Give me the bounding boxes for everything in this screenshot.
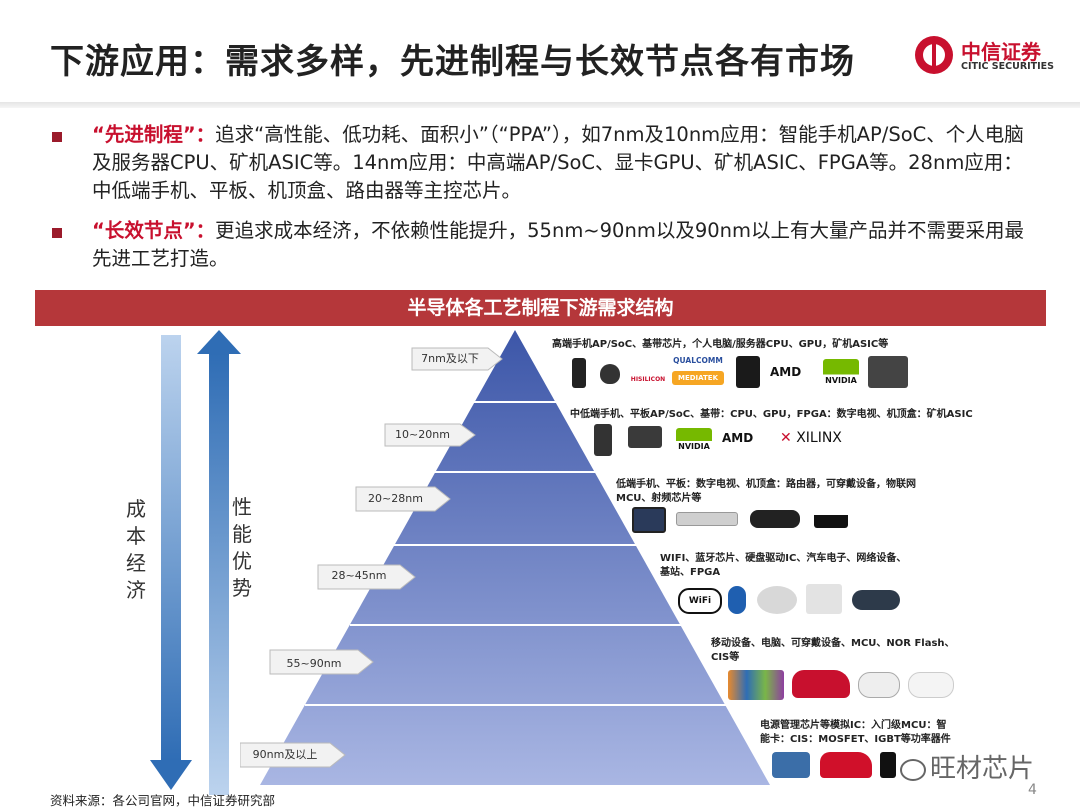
- wearable-bands-icon: [728, 670, 784, 700]
- car-mirror-display-icon: [852, 590, 900, 610]
- qualcomm-logo-icon: QUALCOMM: [673, 356, 723, 365]
- nvidia-logo-icon: NVIDIA: [823, 359, 859, 387]
- tier-desc-28-45nm-line1: WIFI、蓝牙芯片、硬盘驱动IC、汽车电子、网络设备、: [660, 553, 907, 564]
- cost-economy-label: 成本经济: [126, 497, 146, 602]
- logo-english-text: CITIC SECURITIES: [961, 61, 1055, 72]
- set-top-box-icon: [676, 512, 738, 526]
- tier-desc-90nm-line2: 能卡：CIS：MOSFET、IGBT等功率器件: [760, 734, 951, 745]
- tier-desc-10-20nm: 中低端手机、平板AP/SoC、基带：CPU、GPU，FPGA：数字电视、机顶盒：…: [570, 409, 973, 420]
- header-divider: [0, 102, 1080, 108]
- game-console-icon: [750, 510, 800, 528]
- tier-desc-20-28nm-line1: 低端手机、平板：数字电视、机顶盒：路由器，可穿戴设备，物联网: [616, 479, 916, 490]
- citic-logo: 中信证券 CITIC SECURITIES: [915, 36, 1063, 76]
- smartphone-icon: [572, 358, 586, 388]
- bullet-body-2: 更追求成本经济，不依赖性能提升，55nm~90nm以及90nm以上有大量产品并不…: [92, 219, 1024, 270]
- tier-desc-55-90nm-line1: 移动设备、电脑、可穿戴设备、MCU、NOR Flash、: [711, 638, 955, 649]
- router-icon: [814, 506, 848, 528]
- tier-label-90nm-plus: 90nm及以上: [252, 748, 318, 761]
- cost-economy-arrow: [150, 335, 192, 790]
- rc-car-icon: [772, 752, 810, 778]
- amd-logo-icon-2: AMD: [722, 431, 754, 445]
- server-tower-icon: [736, 356, 760, 388]
- bullet-marker-2: [52, 228, 62, 238]
- xilinx-logo-icon: ✕ XILINX: [780, 430, 842, 446]
- watermark: 旺材芯片: [900, 748, 1034, 785]
- figure-banner: 半导体各工艺制程下游需求结构: [35, 290, 1046, 326]
- tier-label-55-90nm: 55~90nm: [286, 657, 342, 670]
- tablet-icon: [632, 507, 666, 533]
- network-equipment-icon: [806, 584, 842, 614]
- page-number: 4: [1028, 782, 1037, 798]
- slide-title: 下游应用：需求多样，先进制程与长效节点各有市场: [50, 42, 855, 82]
- wechat-icon: [900, 758, 926, 781]
- tier-desc-55-90nm-line2: CIS等: [711, 652, 740, 663]
- security-camera-icon: [858, 672, 900, 698]
- watermark-text: 旺材芯片: [930, 754, 1035, 784]
- nvidia-logo-icon-2: NVIDIA: [676, 428, 712, 452]
- tier-desc-20-28nm-line2: MCU、射频芯片等: [616, 493, 702, 504]
- mediatek-logo-icon: MEDIATEK: [672, 371, 724, 385]
- bullet-text-1: “先进制程”：追求“高性能、低功耗、面积小”（“PPA”），如7nm及10nm应…: [92, 121, 1042, 205]
- tablet-phone-icon: [594, 424, 612, 456]
- performance-label: 性能优势: [232, 495, 252, 600]
- mining-rig-icon: [868, 356, 908, 388]
- earbuds-icon: [908, 672, 954, 698]
- performance-arrow: [197, 330, 241, 795]
- tier-desc-90nm-line1: 电源管理芯片等模拟IC：入门级MCU：智: [760, 720, 947, 731]
- bullet-body-1: 追求“高性能、低功耗、面积小”（“PPA”），如7nm及10nm应用：智能手机A…: [92, 123, 1024, 202]
- process-node-pyramid: [260, 330, 770, 785]
- sports-car-icon: [792, 670, 850, 698]
- hisilicon-logo-icon: HISILICON: [630, 376, 666, 383]
- tier-label-20-28nm: 20~28nm: [368, 492, 423, 505]
- citic-logo-icon: [915, 36, 953, 74]
- wifi-logo-icon: WiFi: [678, 588, 722, 614]
- tier-desc-28-45nm-line2: 基站、FPGA: [660, 567, 721, 578]
- bullet-highlight-2: “长效节点”：: [92, 219, 216, 242]
- node-callouts: [240, 347, 503, 768]
- tier-desc-7nm: 高端手机AP/SoC、基带芯片，个人电脑/服务器CPU、GPU，矿机ASIC等: [552, 339, 889, 350]
- bullet-highlight-1: “先进制程”：: [92, 123, 216, 146]
- bluetooth-icon: [728, 586, 746, 614]
- tier-label-28-45nm: 28~45nm: [331, 569, 387, 582]
- laptop-icon: [628, 426, 662, 448]
- bullet-marker-1: [52, 132, 62, 142]
- amd-logo-icon: AMD: [770, 365, 802, 379]
- power-device-icon: [880, 752, 896, 778]
- tier-label-7nm: 7nm及以下: [421, 352, 479, 365]
- car-icon: [820, 752, 872, 778]
- apple-logo-icon: [600, 364, 620, 384]
- hard-drive-icon: [757, 586, 797, 614]
- logo-chinese-text: 中信证券: [961, 40, 1041, 64]
- source-note: 资料来源：各公司官网，中信证券研究部: [50, 793, 276, 808]
- tier-label-10-20nm: 10~20nm: [395, 428, 450, 441]
- bullet-text-2: “长效节点”：更追求成本经济，不依赖性能提升，55nm~90nm以及90nm以上…: [92, 217, 1042, 273]
